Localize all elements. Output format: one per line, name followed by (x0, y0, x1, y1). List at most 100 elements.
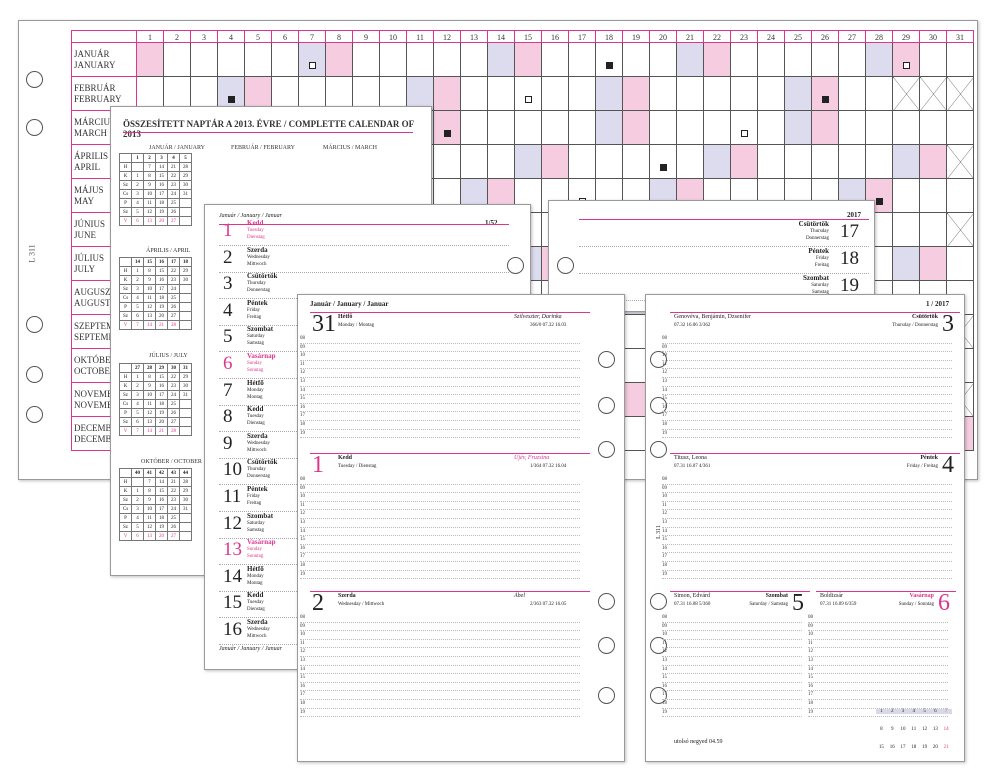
day-cell[interactable] (946, 246, 974, 281)
day-cell[interactable] (217, 42, 245, 77)
day-cell[interactable] (838, 144, 866, 179)
hour-line[interactable]: 13 (300, 519, 580, 528)
hour-line[interactable]: 18 (808, 700, 948, 709)
day-cell[interactable] (703, 110, 731, 145)
hour-line[interactable]: 12 (300, 648, 580, 657)
day-cell[interactable] (406, 42, 434, 77)
hour-line[interactable]: 13 (662, 657, 802, 666)
day-cell[interactable] (757, 144, 785, 179)
hour-line[interactable]: 11 (662, 640, 802, 649)
hour-line[interactable]: 09 (300, 485, 580, 494)
day-cell[interactable] (892, 212, 920, 247)
day-cell[interactable] (676, 144, 704, 179)
day-cell[interactable] (487, 76, 515, 111)
day-cell[interactable] (919, 144, 947, 179)
hour-line[interactable]: 08 (300, 476, 580, 485)
day-cell[interactable] (595, 144, 623, 179)
hour-line[interactable]: 14 (808, 666, 948, 675)
day-cell[interactable] (919, 42, 947, 77)
hour-line[interactable]: 15 (300, 674, 580, 683)
day-cell[interactable] (946, 76, 974, 111)
hour-line[interactable]: 15 (662, 395, 952, 404)
hour-line[interactable]: 13 (300, 657, 580, 666)
hour-line[interactable]: 08 (662, 476, 952, 485)
hour-line[interactable]: 11 (300, 640, 580, 649)
day-cell[interactable] (730, 76, 758, 111)
day-cell[interactable] (703, 76, 731, 111)
hour-line[interactable]: 19 (300, 709, 580, 718)
day-cell[interactable] (568, 76, 596, 111)
hour-line[interactable]: 17 (808, 691, 948, 700)
day-cell[interactable] (865, 76, 893, 111)
hour-line[interactable]: 16 (662, 683, 802, 692)
day-cell[interactable] (892, 76, 920, 111)
hour-line[interactable]: 09 (662, 344, 952, 353)
hour-line[interactable]: 19 (662, 430, 952, 439)
day-cell[interactable] (460, 76, 488, 111)
hour-line[interactable]: 14 (300, 528, 580, 537)
day-cell[interactable] (757, 42, 785, 77)
hour-line[interactable]: 15 (300, 395, 580, 404)
day-cell[interactable] (244, 76, 272, 111)
day-cell[interactable] (298, 42, 326, 77)
hour-line[interactable]: 15 (808, 674, 948, 683)
day-cell[interactable] (163, 42, 191, 77)
hour-line[interactable]: 19 (662, 709, 802, 718)
day-cell[interactable] (865, 144, 893, 179)
hour-line[interactable]: 14 (662, 528, 952, 537)
hour-line[interactable]: 10 (300, 631, 580, 640)
hour-line[interactable]: 12 (662, 510, 952, 519)
day-cell[interactable] (919, 212, 947, 247)
hour-line[interactable]: 19 (808, 709, 948, 718)
day-cell[interactable] (865, 110, 893, 145)
day-cell[interactable] (433, 144, 461, 179)
day-cell[interactable] (622, 42, 650, 77)
day-cell[interactable] (541, 76, 569, 111)
hour-line[interactable]: 09 (662, 485, 952, 494)
day-cell[interactable] (838, 42, 866, 77)
hour-line[interactable]: 11 (662, 361, 952, 370)
day-cell[interactable] (352, 42, 380, 77)
day-cell[interactable] (568, 144, 596, 179)
day-cell[interactable] (784, 76, 812, 111)
day-cell[interactable] (892, 246, 920, 281)
day-cell[interactable] (136, 42, 164, 77)
hour-line[interactable]: 16 (300, 683, 580, 692)
day-cell[interactable] (514, 144, 542, 179)
hour-line[interactable]: 10 (808, 631, 948, 640)
hour-line[interactable]: 10 (300, 352, 580, 361)
day-cell[interactable] (838, 110, 866, 145)
day-cell[interactable] (676, 110, 704, 145)
day-cell[interactable] (892, 144, 920, 179)
hour-line[interactable]: 14 (662, 387, 952, 396)
hour-line[interactable]: 08 (662, 335, 952, 344)
hour-line[interactable]: 18 (300, 562, 580, 571)
day-cell[interactable] (487, 144, 515, 179)
day-cell[interactable] (406, 76, 434, 111)
hour-line[interactable]: 11 (300, 502, 580, 511)
day-cell[interactable] (649, 76, 677, 111)
hour-line[interactable]: 19 (300, 571, 580, 580)
hour-line[interactable]: 16 (300, 545, 580, 554)
day-cell[interactable] (892, 110, 920, 145)
day-cell[interactable] (649, 144, 677, 179)
day-cell[interactable] (784, 110, 812, 145)
day-cell[interactable] (919, 76, 947, 111)
hour-line[interactable]: 11 (662, 502, 952, 511)
day-cell[interactable] (946, 178, 974, 213)
day-cell[interactable] (460, 144, 488, 179)
hour-line[interactable]: 12 (662, 648, 802, 657)
hour-line[interactable]: 10 (662, 493, 952, 502)
hour-line[interactable]: 09 (662, 623, 802, 632)
day-cell[interactable] (190, 42, 218, 77)
day-cell[interactable] (622, 110, 650, 145)
day-cell[interactable] (622, 144, 650, 179)
day-cell[interactable] (946, 212, 974, 247)
day-cell[interactable] (703, 42, 731, 77)
hour-line[interactable]: 10 (662, 352, 952, 361)
day-cell[interactable] (379, 42, 407, 77)
day-cell[interactable] (325, 42, 353, 77)
day-cell[interactable] (649, 110, 677, 145)
